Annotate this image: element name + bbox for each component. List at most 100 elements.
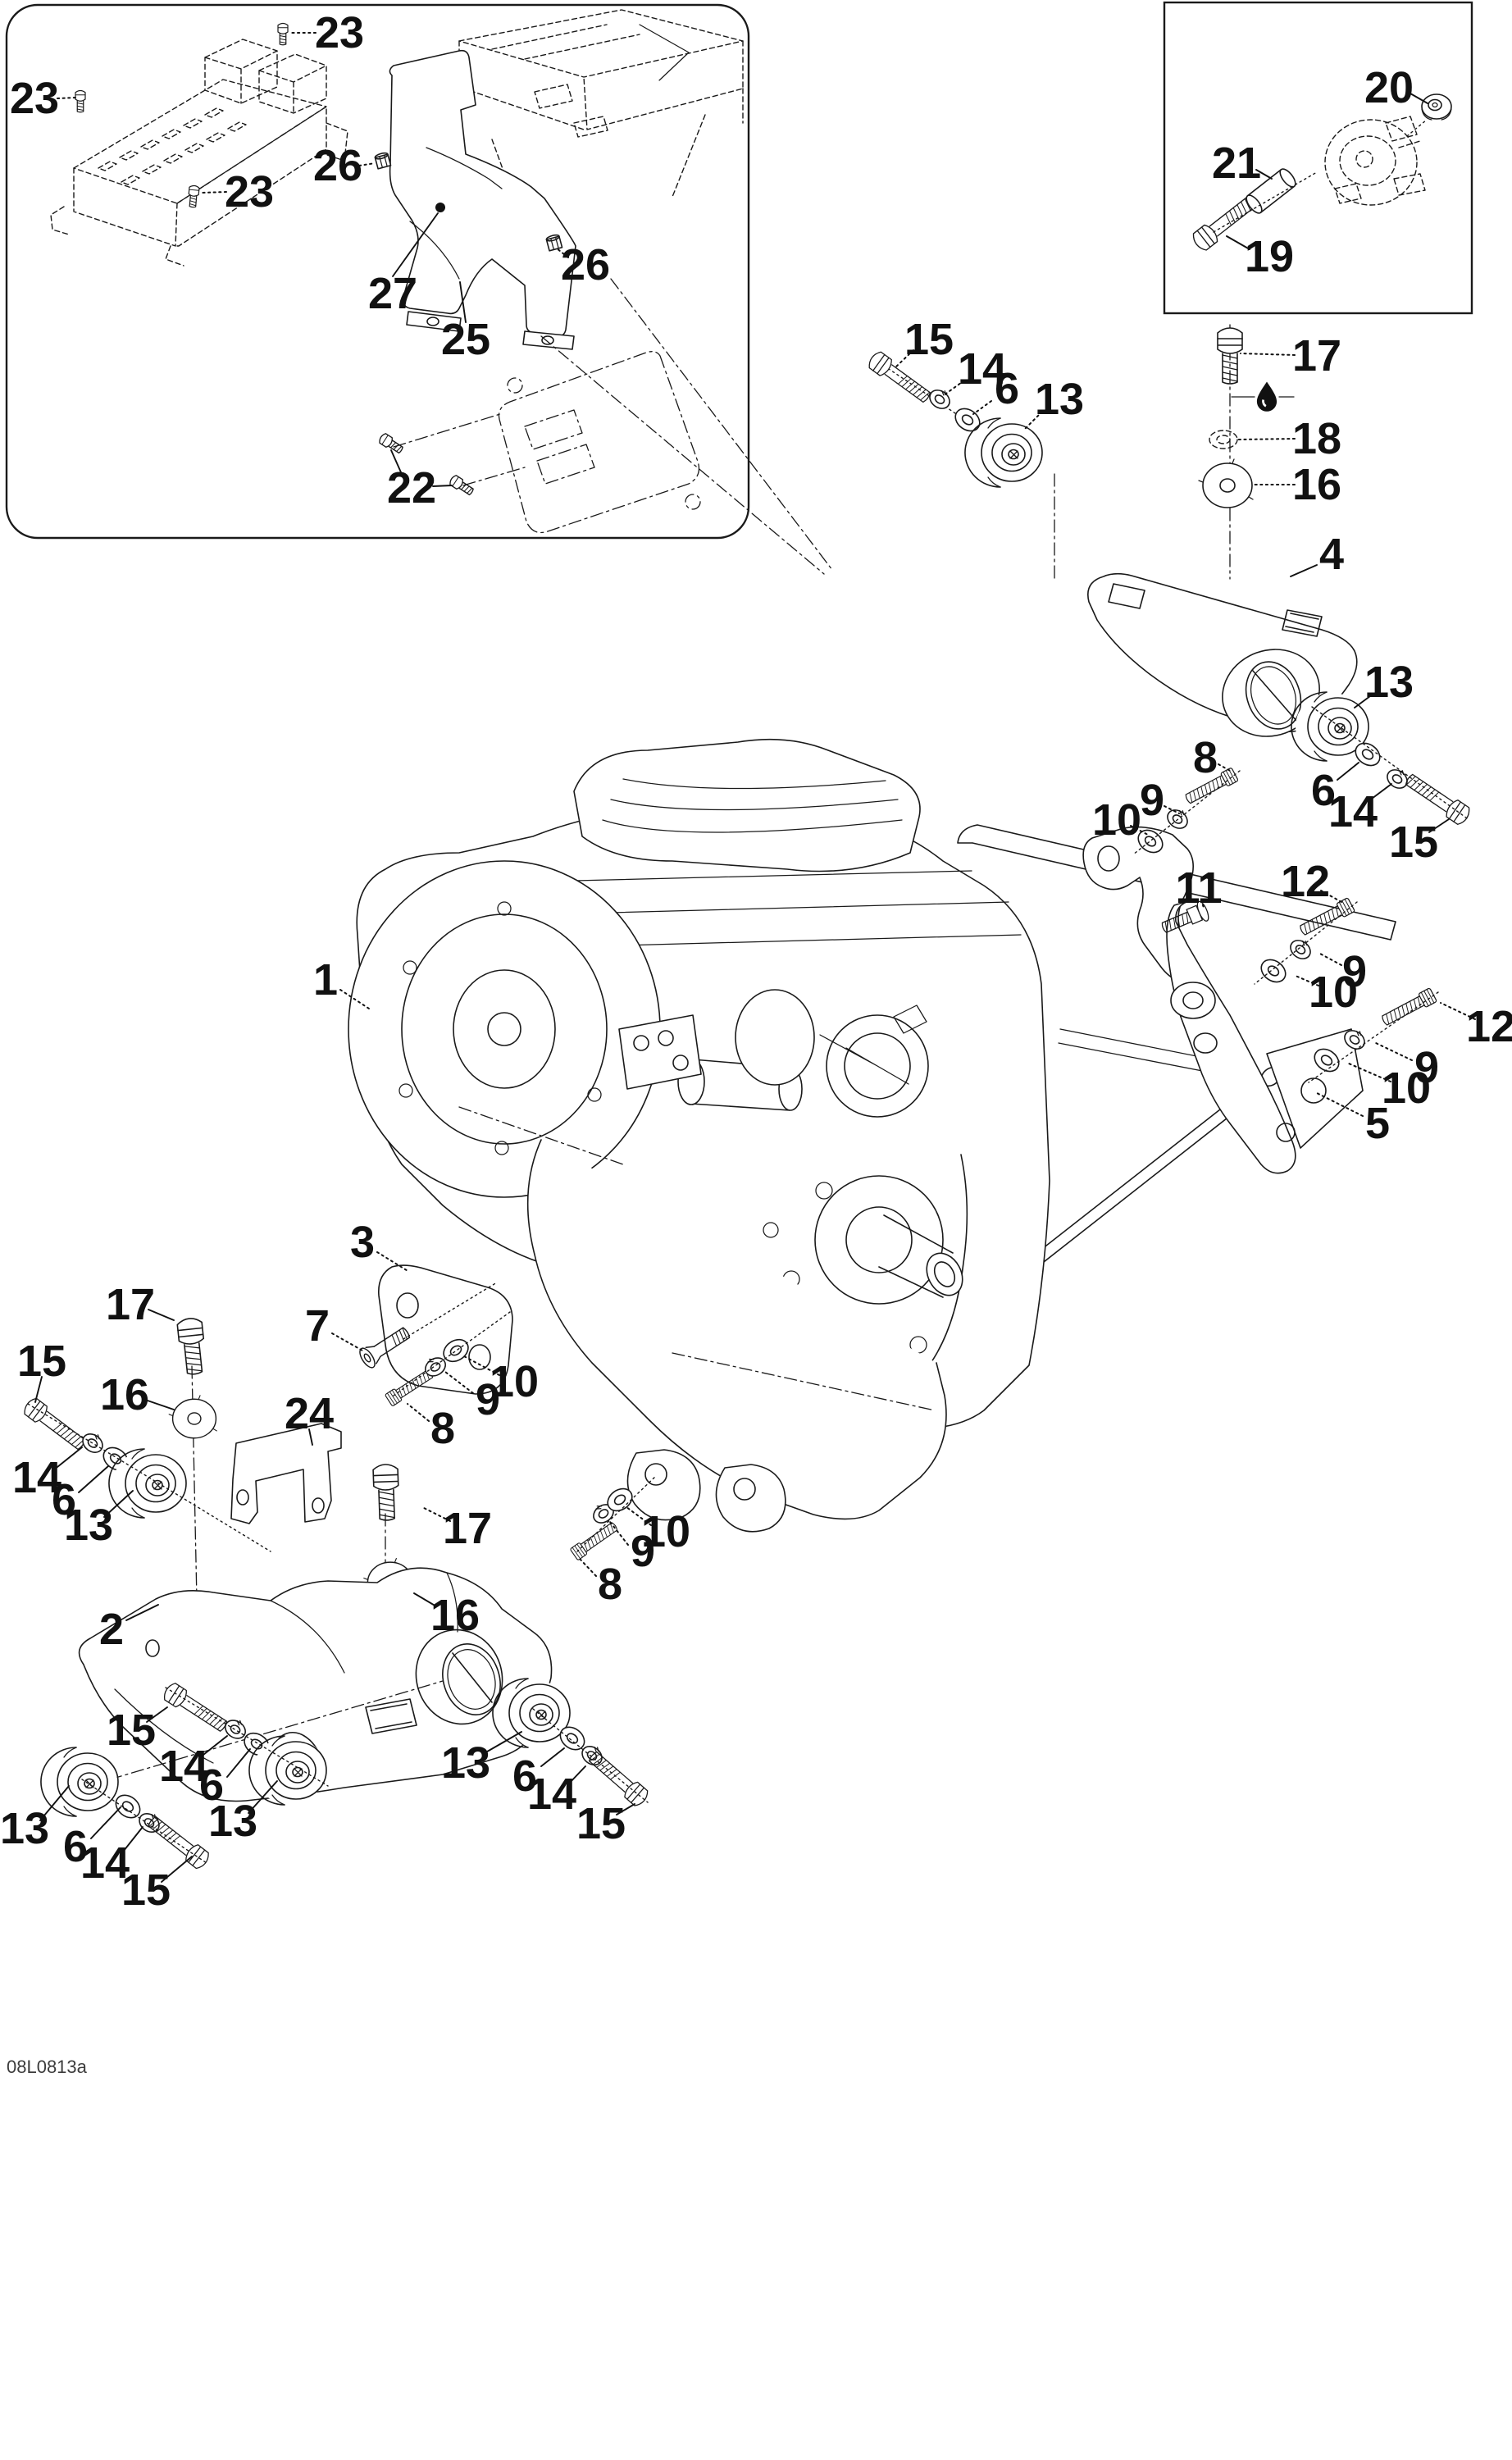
callout-20: 20 [1364, 63, 1414, 112]
leader-line [52, 1446, 83, 1471]
leader-line [308, 1428, 313, 1446]
valve-cover-ribs [602, 778, 903, 833]
callout-15: 15 [904, 315, 954, 364]
leader-line [39, 1785, 70, 1821]
bolt-8 [569, 1519, 620, 1561]
leader-line [90, 1806, 121, 1839]
inset-border [1163, 1, 1473, 315]
lock-washer-14 [925, 384, 955, 413]
callout-12: 12 [1466, 1002, 1512, 1051]
callout-17: 17 [106, 1280, 155, 1329]
cluster-axis [1308, 991, 1439, 1083]
cluster-axis [27, 1403, 271, 1552]
lower-case [526, 1139, 947, 1520]
callout-23: 23 [225, 167, 274, 216]
engine-mount-bracket-2 [78, 1567, 553, 1802]
leader-line [616, 1803, 635, 1815]
callout-9: 9 [631, 1527, 655, 1576]
leader-line [626, 1506, 652, 1526]
leader-line [407, 1403, 430, 1422]
valve-cover [573, 738, 921, 872]
callout-6: 6 [52, 1475, 76, 1524]
callout-15: 15 [576, 1799, 626, 1848]
leader-line [331, 1332, 363, 1351]
screw-23 [187, 184, 200, 208]
upper-mount-hardware [540, 278, 1473, 1083]
callout-16: 16 [430, 1591, 480, 1640]
leader-line [1368, 783, 1392, 802]
callout-13: 13 [0, 1804, 49, 1853]
nut-20 [1421, 93, 1452, 121]
callout-3: 3 [350, 1218, 375, 1267]
throttle-body [735, 989, 929, 1118]
leader-line [556, 248, 569, 258]
leader-line [1023, 411, 1043, 430]
callout-13: 13 [1035, 375, 1084, 424]
output-flange [814, 1175, 944, 1305]
leader-line [390, 449, 402, 473]
callout-23: 23 [10, 74, 59, 123]
fuse-box [50, 39, 348, 266]
leader-line [943, 380, 965, 396]
callout-10: 10 [490, 1357, 539, 1406]
callout-6: 6 [199, 1761, 224, 1810]
leader-line [459, 281, 467, 323]
leader-line [444, 1371, 474, 1394]
leader-line [432, 485, 453, 487]
assembly-axis [65, 1680, 444, 1793]
leader-line [148, 1309, 175, 1321]
coupler-hub [1324, 116, 1426, 206]
leader-line [1428, 818, 1450, 833]
bolt-15 [20, 1395, 89, 1454]
leader-line [226, 1748, 251, 1778]
cup-washer-16 [168, 1395, 217, 1439]
leader-line [1240, 353, 1296, 356]
callout-12: 12 [1281, 857, 1330, 906]
callout-2: 2 [99, 1605, 124, 1654]
leader-line [540, 1747, 565, 1767]
oil-drop-icon [1255, 380, 1278, 413]
callout-6: 6 [512, 1752, 537, 1801]
callout-15: 15 [17, 1337, 66, 1386]
engine-support-5 [1166, 900, 1364, 1174]
leader-line [78, 1465, 109, 1493]
cluster-axis [1311, 706, 1470, 821]
leader-line [1200, 899, 1205, 909]
magneto-cover [348, 860, 661, 1198]
leader-line [202, 191, 227, 194]
leader-line [1226, 235, 1250, 250]
leader-line [1410, 93, 1428, 104]
leader-line [125, 1604, 159, 1621]
cluster-axis [576, 1475, 657, 1552]
screw-23 [277, 22, 289, 46]
leader-line [567, 1765, 586, 1785]
callout-23: 23 [315, 8, 364, 57]
washer-10 [1256, 954, 1291, 987]
leader-line [580, 1559, 597, 1577]
cluster-axis [81, 1779, 207, 1864]
leader-line [339, 989, 370, 1009]
leader-line [463, 1355, 500, 1376]
callout-13: 13 [208, 1797, 257, 1846]
callout-14: 14 [80, 1838, 130, 1888]
callout-22: 22 [387, 463, 436, 512]
leader-line [895, 349, 914, 368]
diagram-code: 08L0813a [7, 2057, 88, 2077]
leader-line [34, 1376, 43, 1403]
callout-16: 16 [1292, 460, 1341, 509]
lock-washer-18 [1209, 430, 1238, 449]
callout-21: 21 [1212, 139, 1261, 188]
callout-26: 26 [313, 141, 362, 190]
callout-10: 10 [1092, 795, 1141, 845]
leader-line [1237, 438, 1296, 440]
side-plate [618, 1014, 702, 1090]
callout-14: 14 [958, 344, 1007, 394]
callout-9: 9 [1140, 776, 1164, 825]
leader-line [1130, 825, 1149, 836]
callout-13: 13 [441, 1738, 490, 1788]
lock-washer-14 [78, 1428, 108, 1457]
install-axis [540, 278, 833, 575]
bolt-15 [144, 1812, 212, 1872]
